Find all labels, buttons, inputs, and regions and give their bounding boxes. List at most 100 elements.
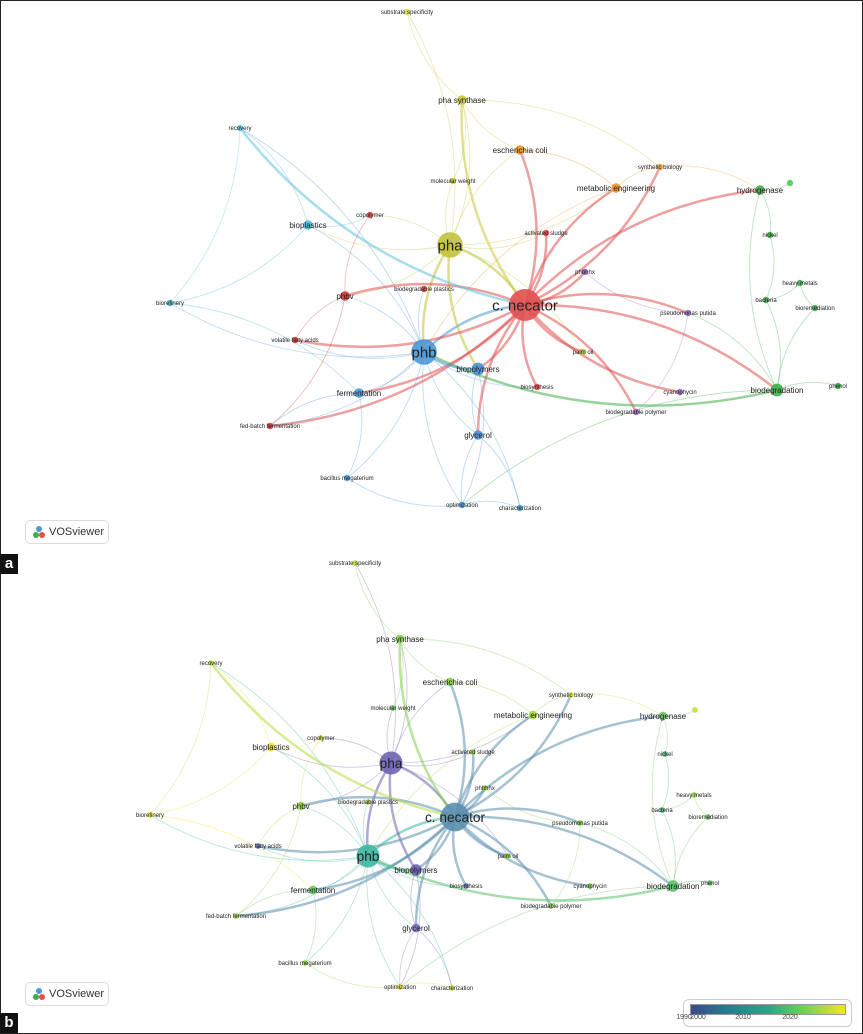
- node-biodeg[interactable]: biodegradation: [647, 880, 700, 892]
- node-synbio[interactable]: synthetic biology: [638, 163, 682, 171]
- node-cyano[interactable]: cyanophycin: [663, 388, 697, 396]
- node-circle[interactable]: [505, 853, 511, 859]
- node-circle[interactable]: [308, 885, 318, 895]
- node-circle[interactable]: [834, 382, 842, 390]
- node-circle[interactable]: [340, 291, 350, 301]
- node-circle[interactable]: [548, 903, 554, 909]
- node-circle[interactable]: [463, 883, 469, 889]
- node-bioplast[interactable]: bioplastics: [252, 742, 290, 752]
- node-circle[interactable]: [343, 474, 351, 482]
- node-circle[interactable]: [302, 960, 308, 966]
- node-phb[interactable]: phb: [356, 844, 380, 868]
- node-circle[interactable]: [397, 984, 403, 990]
- node-substrate[interactable]: substrate specificity: [329, 560, 381, 567]
- node-circle[interactable]: [766, 231, 774, 239]
- node-recovery[interactable]: recovery: [228, 124, 252, 132]
- node-ferm[interactable]: fermentation: [337, 388, 381, 398]
- node-biodpoly[interactable]: biodegradable polymer: [520, 903, 582, 910]
- node-circle[interactable]: [577, 820, 583, 826]
- node-circle[interactable]: [440, 802, 470, 832]
- node-biodplast[interactable]: biodegradable plastics: [394, 285, 454, 293]
- node-circle[interactable]: [581, 268, 589, 276]
- node-glycerol[interactable]: glycerol: [402, 923, 430, 933]
- node-circle[interactable]: [770, 383, 784, 397]
- node-bacmeg[interactable]: bacillus megaterium: [320, 474, 374, 482]
- node-bioplast[interactable]: bioplastics: [289, 220, 327, 230]
- node-circle[interactable]: [811, 304, 819, 312]
- node-circle[interactable]: [366, 211, 374, 219]
- node-circle[interactable]: [403, 8, 411, 16]
- node-molw[interactable]: molecular weight: [430, 177, 476, 185]
- node-circle[interactable]: [691, 792, 697, 798]
- node-actsl[interactable]: activated sludge: [524, 229, 568, 237]
- node-cnec[interactable]: c. necator: [492, 289, 558, 321]
- node-circle[interactable]: [233, 913, 239, 919]
- node-circle[interactable]: [755, 185, 765, 195]
- node-phasyn[interactable]: pha synthase: [438, 95, 486, 105]
- node-circle[interactable]: [166, 299, 174, 307]
- node-palm[interactable]: palm oil: [498, 853, 519, 860]
- node-circle[interactable]: [390, 705, 396, 711]
- node-hydrog2[interactable]: [692, 707, 698, 713]
- node-phbv[interactable]: phbv: [292, 801, 310, 811]
- node-hydrog[interactable]: hydrogenase: [640, 711, 687, 721]
- node-circle[interactable]: [656, 163, 664, 171]
- node-heavym[interactable]: heavy metals: [676, 792, 712, 799]
- node-hydrog[interactable]: hydrogenase: [737, 185, 784, 195]
- node-circle[interactable]: [411, 339, 437, 365]
- node-heavym[interactable]: heavy metals: [782, 279, 818, 287]
- node-cnec[interactable]: c. necator: [425, 802, 486, 832]
- node-circle[interactable]: [445, 677, 455, 687]
- node-pputida[interactable]: pseudomonas putida: [660, 309, 717, 317]
- node-circle[interactable]: [437, 232, 463, 258]
- node-circle[interactable]: [528, 710, 538, 720]
- node-charact[interactable]: characterization: [499, 504, 541, 512]
- node-optim[interactable]: optimization: [384, 984, 416, 991]
- node-circle[interactable]: [356, 844, 380, 868]
- node-circle[interactable]: [395, 634, 405, 644]
- node-circle[interactable]: [365, 799, 371, 805]
- node-bacteria[interactable]: bacteria: [651, 807, 673, 814]
- node-circle[interactable]: [458, 501, 466, 509]
- node-nickel[interactable]: nickel: [657, 751, 673, 758]
- node-biodplast[interactable]: biodegradable plastics: [338, 799, 398, 806]
- node-circle[interactable]: [659, 807, 665, 813]
- node-biorem[interactable]: bioremediation: [795, 304, 835, 312]
- node-actsl[interactable]: activated sludge: [451, 749, 495, 756]
- node-circle[interactable]: [516, 504, 524, 512]
- node-phasyn[interactable]: pha synthase: [376, 634, 424, 644]
- node-biorefin[interactable]: biorefinery: [136, 812, 164, 819]
- node-circle[interactable]: [303, 220, 313, 230]
- node-circle[interactable]: [509, 289, 541, 321]
- node-circle[interactable]: [632, 408, 640, 416]
- node-circle[interactable]: [568, 692, 574, 698]
- node-ecoli[interactable]: escherichia coli: [493, 145, 548, 155]
- node-charact[interactable]: characterization: [431, 985, 473, 992]
- node-circle[interactable]: [611, 183, 621, 193]
- node-bacteria[interactable]: bacteria: [755, 296, 777, 304]
- node-biodpoly[interactable]: biodegradable polymer: [605, 408, 667, 416]
- node-substrate[interactable]: substrate specificity: [381, 8, 433, 16]
- node-circle[interactable]: [379, 751, 403, 775]
- node-molw[interactable]: molecular weight: [370, 705, 416, 712]
- node-ferm[interactable]: fermentation: [291, 885, 335, 895]
- node-circle[interactable]: [147, 812, 153, 818]
- node-circle[interactable]: [255, 843, 261, 849]
- node-circle[interactable]: [208, 660, 214, 666]
- node-meteng[interactable]: metabolic engineering: [577, 183, 655, 193]
- node-circle[interactable]: [296, 801, 306, 811]
- node-circle[interactable]: [482, 785, 488, 791]
- node-copoly[interactable]: copolymer: [307, 735, 335, 742]
- node-bacmeg[interactable]: bacillus megaterium: [278, 960, 332, 967]
- node-synbio[interactable]: synthetic biology: [549, 692, 593, 699]
- node-circle[interactable]: [684, 309, 692, 317]
- node-phbv[interactable]: phbv: [336, 291, 354, 301]
- node-circle[interactable]: [786, 179, 794, 187]
- node-optim[interactable]: optimization: [446, 501, 478, 509]
- node-circle[interactable]: [354, 388, 364, 398]
- node-phenol[interactable]: phenol: [829, 382, 847, 390]
- node-circle[interactable]: [352, 560, 358, 566]
- node-phenol[interactable]: phenol: [701, 880, 719, 887]
- node-circle[interactable]: [515, 145, 525, 155]
- node-circle[interactable]: [707, 880, 713, 886]
